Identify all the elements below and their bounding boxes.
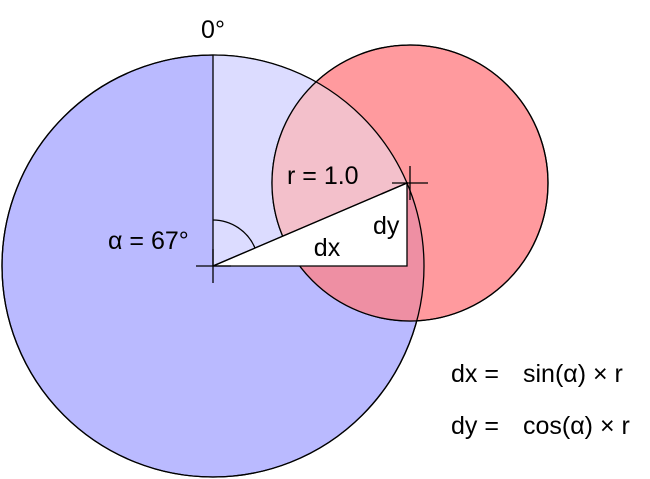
formula-dx-lhs: dx =	[451, 360, 499, 388]
dx-label: dx	[314, 234, 341, 262]
radius-line	[212, 182, 408, 267]
formula-dy-lhs: dy =	[451, 412, 499, 440]
zero-degree-label: 0°	[201, 16, 225, 44]
radius-label: r = 1.0	[287, 162, 359, 190]
formula-dy-rhs: cos(α) × r	[523, 412, 630, 440]
angle-label: α = 67°	[108, 227, 189, 255]
reach-circle-outline	[271, 44, 549, 322]
point-crosshair	[392, 166, 428, 200]
angle-arc	[212, 219, 256, 249]
center-crosshair	[196, 249, 231, 283]
formula-dx-rhs: sin(α) × r	[523, 360, 623, 388]
dy-label: dy	[373, 212, 400, 240]
